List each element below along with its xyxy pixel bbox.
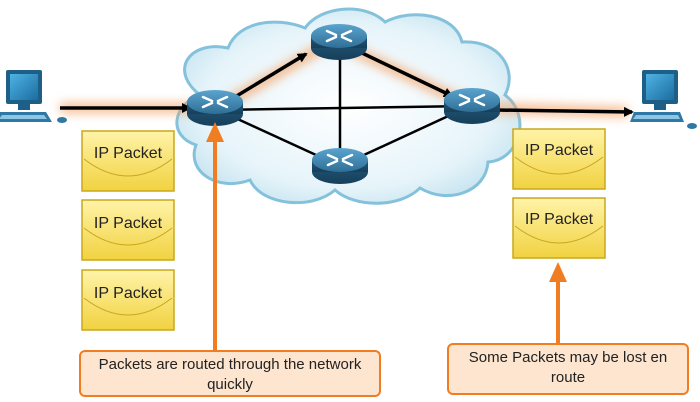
callout-pointer-right	[549, 262, 567, 343]
ip-packet: IP Packet	[81, 269, 175, 331]
ip-packet: IP Packet	[512, 197, 606, 259]
router-icon	[311, 24, 367, 60]
ip-packet-label: IP Packet	[94, 215, 163, 232]
router-icon	[187, 90, 243, 126]
router-icon	[444, 88, 500, 124]
router-icon	[312, 148, 368, 184]
arrow-router-to-receiver	[495, 106, 634, 117]
arrow-top-router-to-right-router	[359, 50, 454, 98]
callout-pointer-left	[206, 122, 224, 350]
ip-packet-label: IP Packet	[94, 145, 163, 162]
ip-packet-label: IP Packet	[94, 285, 163, 302]
ip-packet: IP Packet	[81, 199, 175, 261]
ip-packet: IP Packet	[512, 128, 606, 190]
packet-path-arrows	[60, 50, 634, 117]
arrow-router-to-top-router	[229, 52, 308, 102]
ip-packet: IP Packet	[81, 130, 175, 192]
callout-routed-quickly: Packets are routed through the network q…	[79, 350, 381, 397]
callout-packets-lost: Some Packets may be lost en route	[447, 343, 689, 395]
ip-packet-label: IP Packet	[525, 211, 594, 228]
receiver-computer-icon	[630, 70, 697, 129]
ip-packet-label: IP Packet	[525, 142, 594, 159]
sender-computer-icon	[0, 70, 67, 123]
